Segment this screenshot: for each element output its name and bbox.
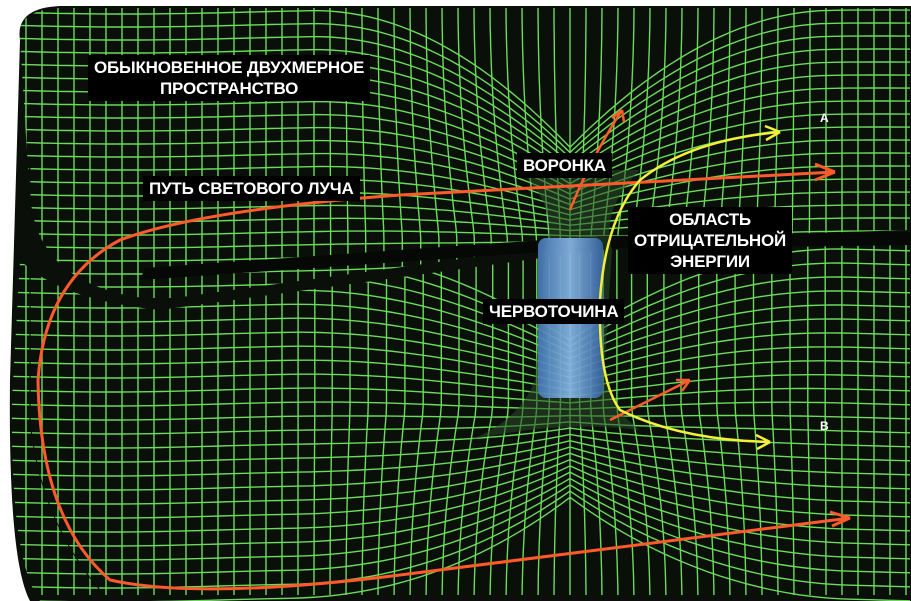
energy-ray-arrow-top bbox=[764, 124, 781, 142]
light-path-text: ПУТЬ СВЕТОВОГО ЛУЧА bbox=[149, 179, 354, 198]
light-ray-arrowhead-top bbox=[814, 162, 836, 182]
wormhole-label: ЧЕРВОТОЧИНА bbox=[483, 299, 625, 324]
light-path-label: ПУТЬ СВЕТОВОГО ЛУЧА bbox=[143, 176, 360, 201]
negative-energy-line-3: ЭНЕРГИИ bbox=[670, 252, 750, 271]
negative-energy-label: ОБЛАСТЬ ОТРИЦАТЕЛЬНОЙ ЭНЕРГИИ bbox=[628, 207, 793, 274]
light-ray-lower bbox=[609, 378, 691, 422]
light-ray-lower-arrow bbox=[676, 378, 692, 392]
point-a-label: A bbox=[820, 111, 829, 125]
light-ray-arrowhead-bottom bbox=[829, 510, 851, 528]
ordinary-space-line-1: ОБЫКНОВЕННОЕ ДВУХМЕРНОЕ bbox=[94, 58, 365, 77]
wormhole-text: ЧЕРВОТОЧИНА bbox=[489, 302, 619, 321]
light-ray-path bbox=[36, 170, 851, 591]
ordinary-space-label: ОБЫКНОВЕННОЕ ДВУХМЕРНОЕ ПРОСТРАНСТВО bbox=[88, 55, 371, 101]
point-b-label: B bbox=[820, 419, 829, 433]
light-ray-upper-arrow bbox=[611, 109, 626, 123]
funnel-text: ВОРОНКА bbox=[523, 156, 606, 175]
energy-ray-arrow-bottom bbox=[755, 433, 771, 451]
negative-energy-line-1: ОБЛАСТЬ bbox=[669, 210, 751, 229]
negative-energy-line-2: ОТРИЦАТЕЛЬНОЙ bbox=[634, 231, 787, 250]
ordinary-space-line-2: ПРОСТРАНСТВО bbox=[160, 79, 299, 98]
funnel-label: ВОРОНКА bbox=[517, 153, 612, 178]
